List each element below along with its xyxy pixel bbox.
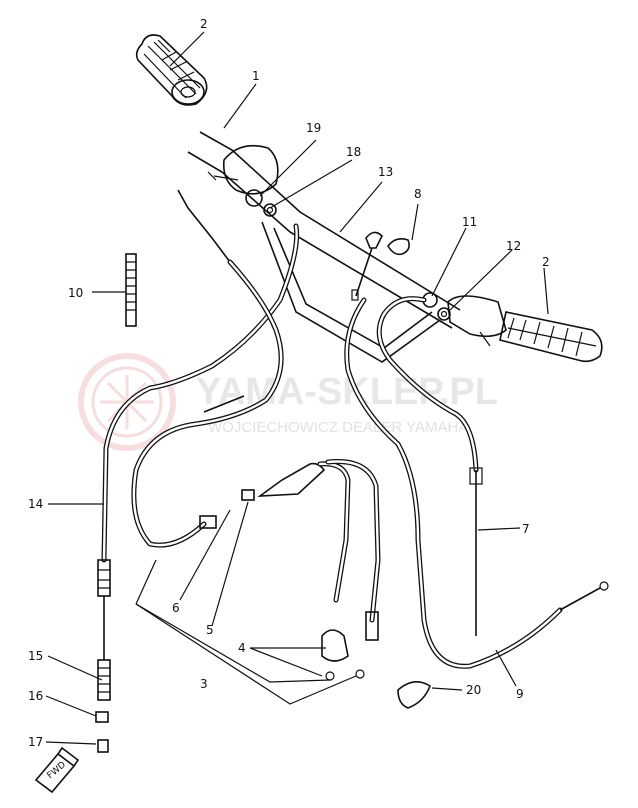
- callout-5: 5: [206, 623, 214, 637]
- callout-3: 3: [200, 677, 208, 691]
- leader-lines: [45, 31, 549, 745]
- callout-7: 7: [522, 522, 530, 536]
- callout-6: 6: [172, 601, 180, 615]
- callout-11: 11: [462, 215, 477, 229]
- callout-1: 1: [252, 69, 260, 83]
- part-8-clip: [387, 238, 410, 256]
- callout-18: 18: [346, 145, 361, 159]
- callout-16: 16: [28, 689, 43, 703]
- callout-10: 10: [68, 286, 83, 300]
- cable-9: [344, 297, 609, 669]
- watermark-subtitle: WOJCIECHOWICZ DEALER YAMAHA: [208, 419, 468, 436]
- throttle-housing: [207, 144, 279, 217]
- callout-2-right: 2: [542, 255, 550, 269]
- cable-7: [376, 296, 483, 636]
- callout-2-left: 2: [200, 17, 208, 31]
- callout-17: 17: [28, 735, 43, 749]
- callout-8: 8: [414, 187, 422, 201]
- handlebar: [187, 131, 461, 363]
- callout-13: 13: [378, 165, 393, 179]
- clutch-cable-14: [95, 223, 300, 753]
- callout-labels: 2 1 19 18 13 8 11 12 2 10 14 7 6 5 4 3 1…: [28, 17, 550, 749]
- callout-15: 15: [28, 649, 43, 663]
- callout-9: 9: [516, 687, 524, 701]
- part-10: [125, 253, 137, 327]
- choke-lever: [351, 231, 383, 301]
- callout-19: 19: [306, 121, 321, 135]
- part-20: [397, 681, 431, 709]
- left-grip: [135, 34, 208, 106]
- watermark-title: YAMA-SKLEP.PL: [196, 371, 498, 413]
- callout-14: 14: [28, 497, 43, 511]
- callout-4: 4: [238, 641, 246, 655]
- throttle-cable-3: [131, 189, 381, 681]
- fwd-arrow: FWD: [34, 746, 80, 794]
- callout-20: 20: [466, 683, 481, 697]
- callout-12: 12: [506, 239, 521, 253]
